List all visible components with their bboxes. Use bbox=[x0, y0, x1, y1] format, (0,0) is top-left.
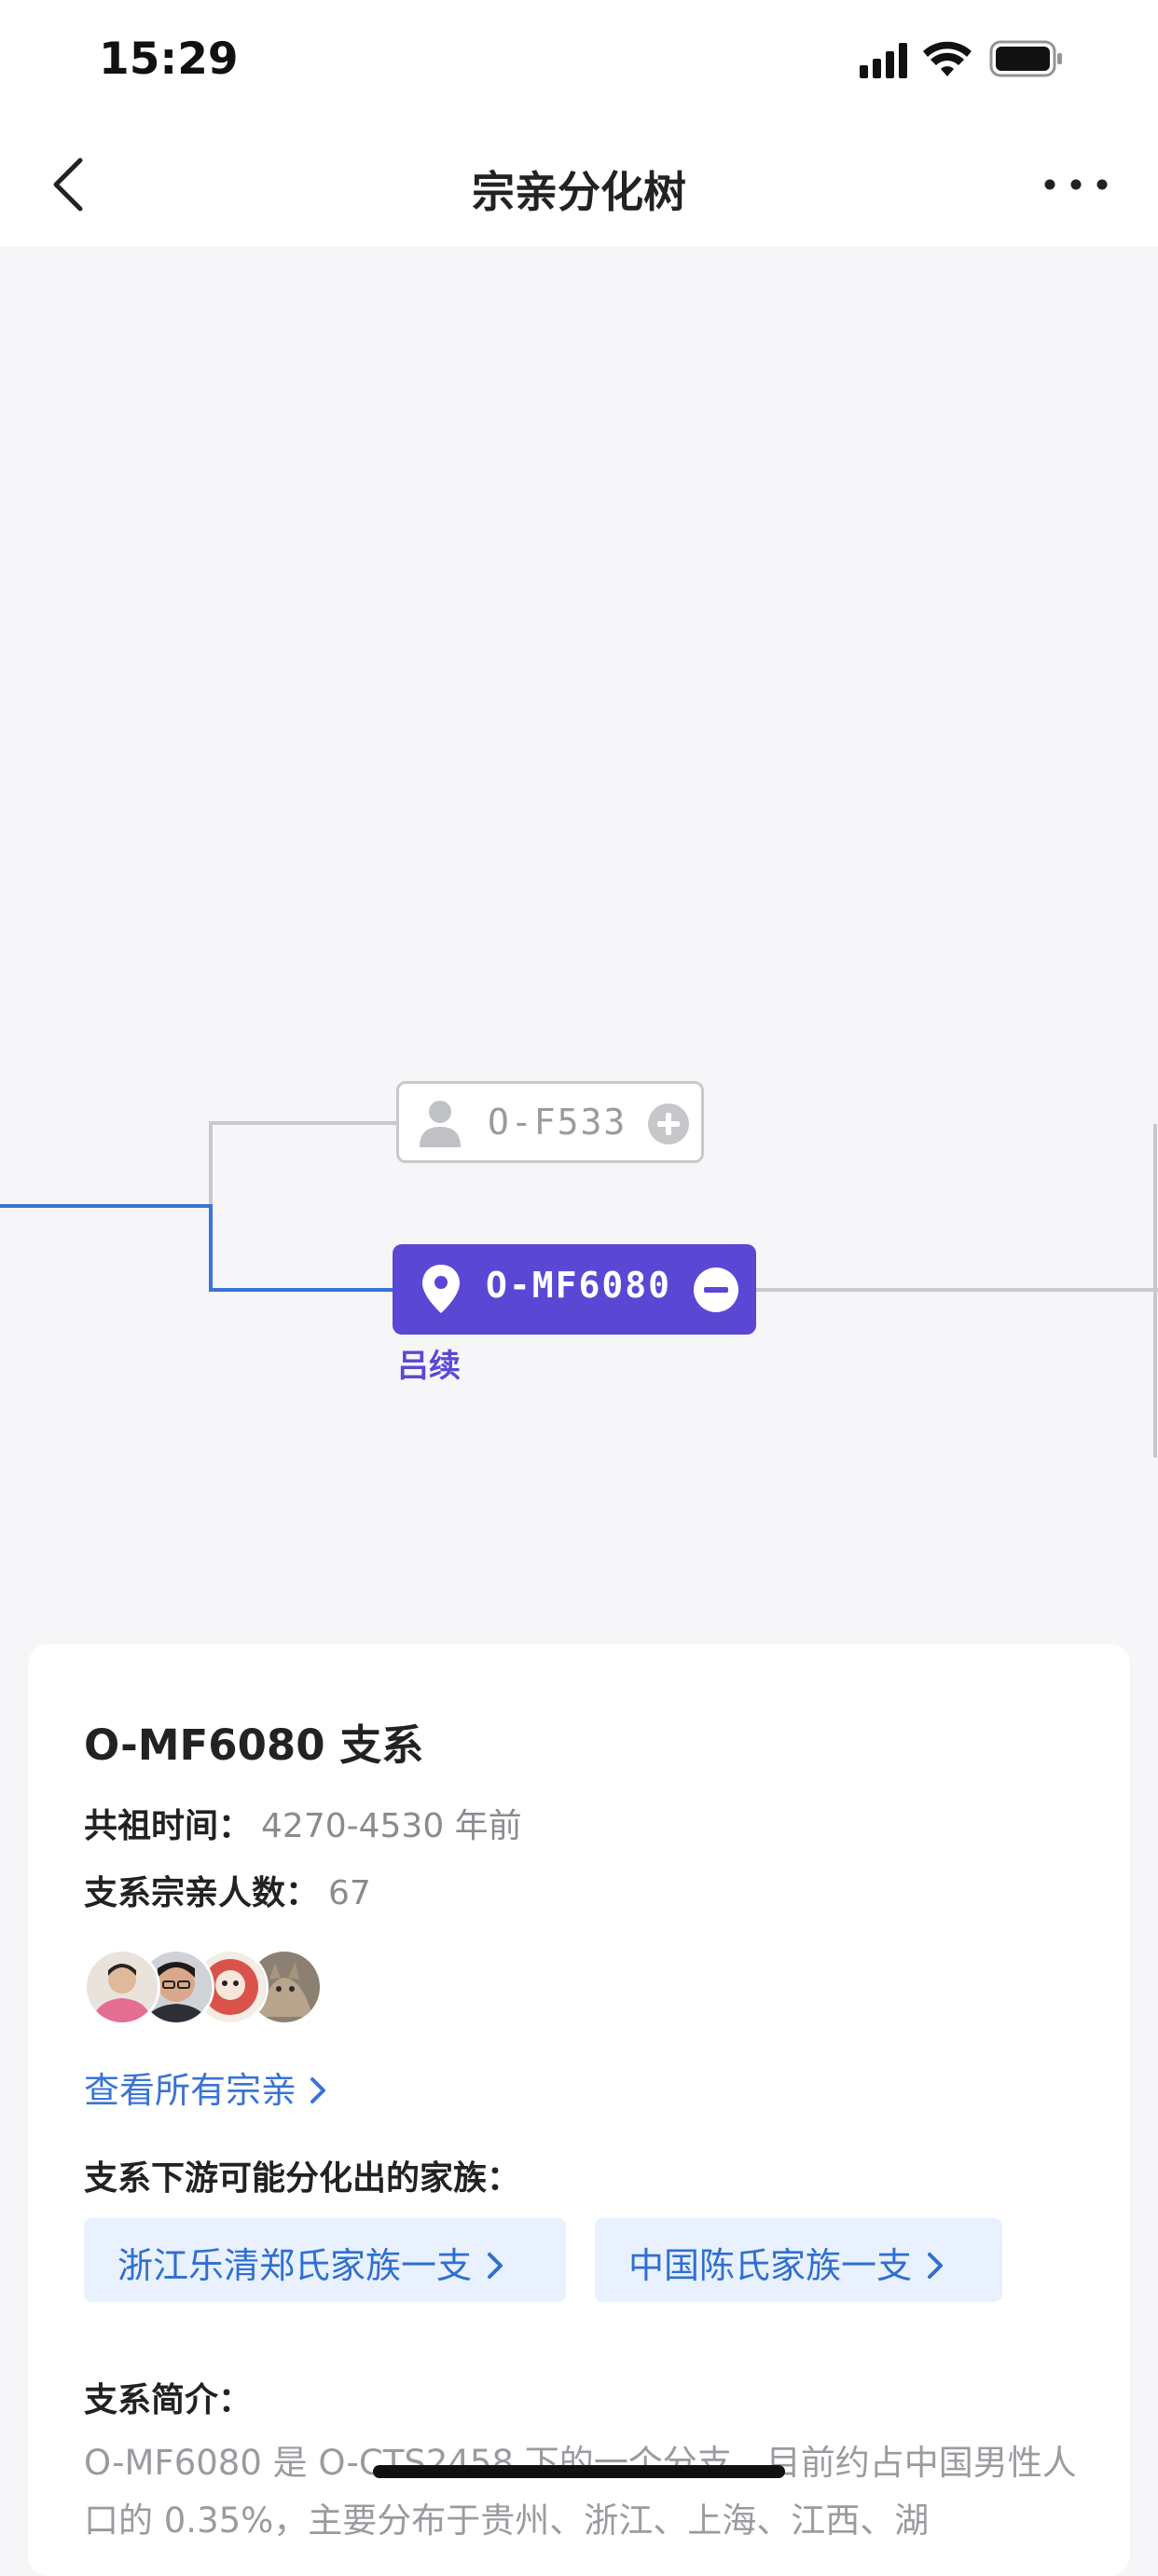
tree-line-active bbox=[0, 1204, 393, 1292]
avatar[interactable] bbox=[84, 1949, 160, 2025]
family-chip[interactable]: 中国陈氏家族一支 bbox=[595, 2218, 1002, 2302]
view-all-label: 查看所有宗亲 bbox=[84, 2070, 297, 2111]
status-bar: 15:29 bbox=[0, 0, 1158, 123]
chevron-right-icon bbox=[488, 2253, 503, 2279]
node-label: O-F533 bbox=[488, 1102, 627, 1143]
cellular-signal-icon bbox=[860, 43, 907, 78]
family-chip-label: 中国陈氏家族一支 bbox=[628, 2245, 913, 2286]
branch-tree-canvas[interactable]: O-F533 O-MF6080 吕续 bbox=[0, 246, 1158, 1644]
page-title: 宗亲分化树 bbox=[472, 167, 686, 217]
status-time: 15:29 bbox=[99, 34, 239, 85]
expand-plus-icon[interactable] bbox=[647, 1103, 690, 1145]
nav-bar: 宗亲分化树 bbox=[0, 123, 1158, 246]
member-avatars[interactable] bbox=[84, 1949, 364, 2025]
view-all-members-link[interactable]: 查看所有宗亲 bbox=[84, 2062, 328, 2113]
tree-node-o-f533[interactable]: O-F533 bbox=[396, 1081, 704, 1163]
member-count-row: 支系宗亲人数：67 bbox=[84, 1866, 371, 1914]
home-indicator[interactable] bbox=[373, 2465, 785, 2478]
intro-heading: 支系简介： bbox=[84, 2381, 253, 2419]
card-title: O-MF6080 支系 bbox=[84, 1720, 424, 1770]
tree-node-o-mf6080[interactable]: O-MF6080 bbox=[393, 1244, 756, 1335]
chevron-right-icon bbox=[310, 2077, 326, 2103]
status-icons bbox=[860, 37, 1102, 84]
common-ancestor-row: 共祖时间：4270-4530 年前 bbox=[84, 1799, 522, 1847]
tree-line-inactive bbox=[209, 1121, 396, 1206]
location-pin-icon bbox=[422, 1265, 460, 1313]
battery-icon bbox=[989, 40, 1062, 77]
person-icon bbox=[420, 1101, 461, 1147]
families-heading: 支系下游可能分化出的家族： bbox=[84, 2159, 521, 2198]
branch-info-card: O-MF6080 支系 共祖时间：4270-4530 年前 支系宗亲人数：67 bbox=[28, 1644, 1130, 2576]
more-options-button[interactable] bbox=[1042, 175, 1110, 194]
member-count-value: 67 bbox=[328, 1874, 371, 1912]
node-caption: 吕续 bbox=[397, 1348, 461, 1385]
node-label: O-MF6080 bbox=[486, 1265, 672, 1306]
family-chip-label: 浙江乐清郑氏家族一支 bbox=[117, 2245, 473, 2286]
wifi-icon bbox=[923, 41, 972, 76]
chevron-right-icon bbox=[928, 2253, 944, 2279]
common-ancestor-label: 共祖时间： bbox=[84, 1807, 253, 1845]
family-chip[interactable]: 浙江乐清郑氏家族一支 bbox=[84, 2218, 566, 2302]
intro-text: O-MF6080 是 O-CTS2458 下的一个分支，目前约占中国男性人口的 … bbox=[84, 2443, 1077, 2541]
chevron-left-icon bbox=[53, 158, 83, 212]
more-dots-icon bbox=[1044, 179, 1108, 190]
back-button[interactable] bbox=[43, 157, 99, 212]
member-count-label: 支系宗亲人数： bbox=[84, 1874, 320, 1912]
collapse-minus-icon[interactable] bbox=[693, 1267, 739, 1313]
tree-connector-lines bbox=[0, 1121, 1158, 1458]
common-ancestor-value: 4270-4530 年前 bbox=[261, 1807, 522, 1845]
